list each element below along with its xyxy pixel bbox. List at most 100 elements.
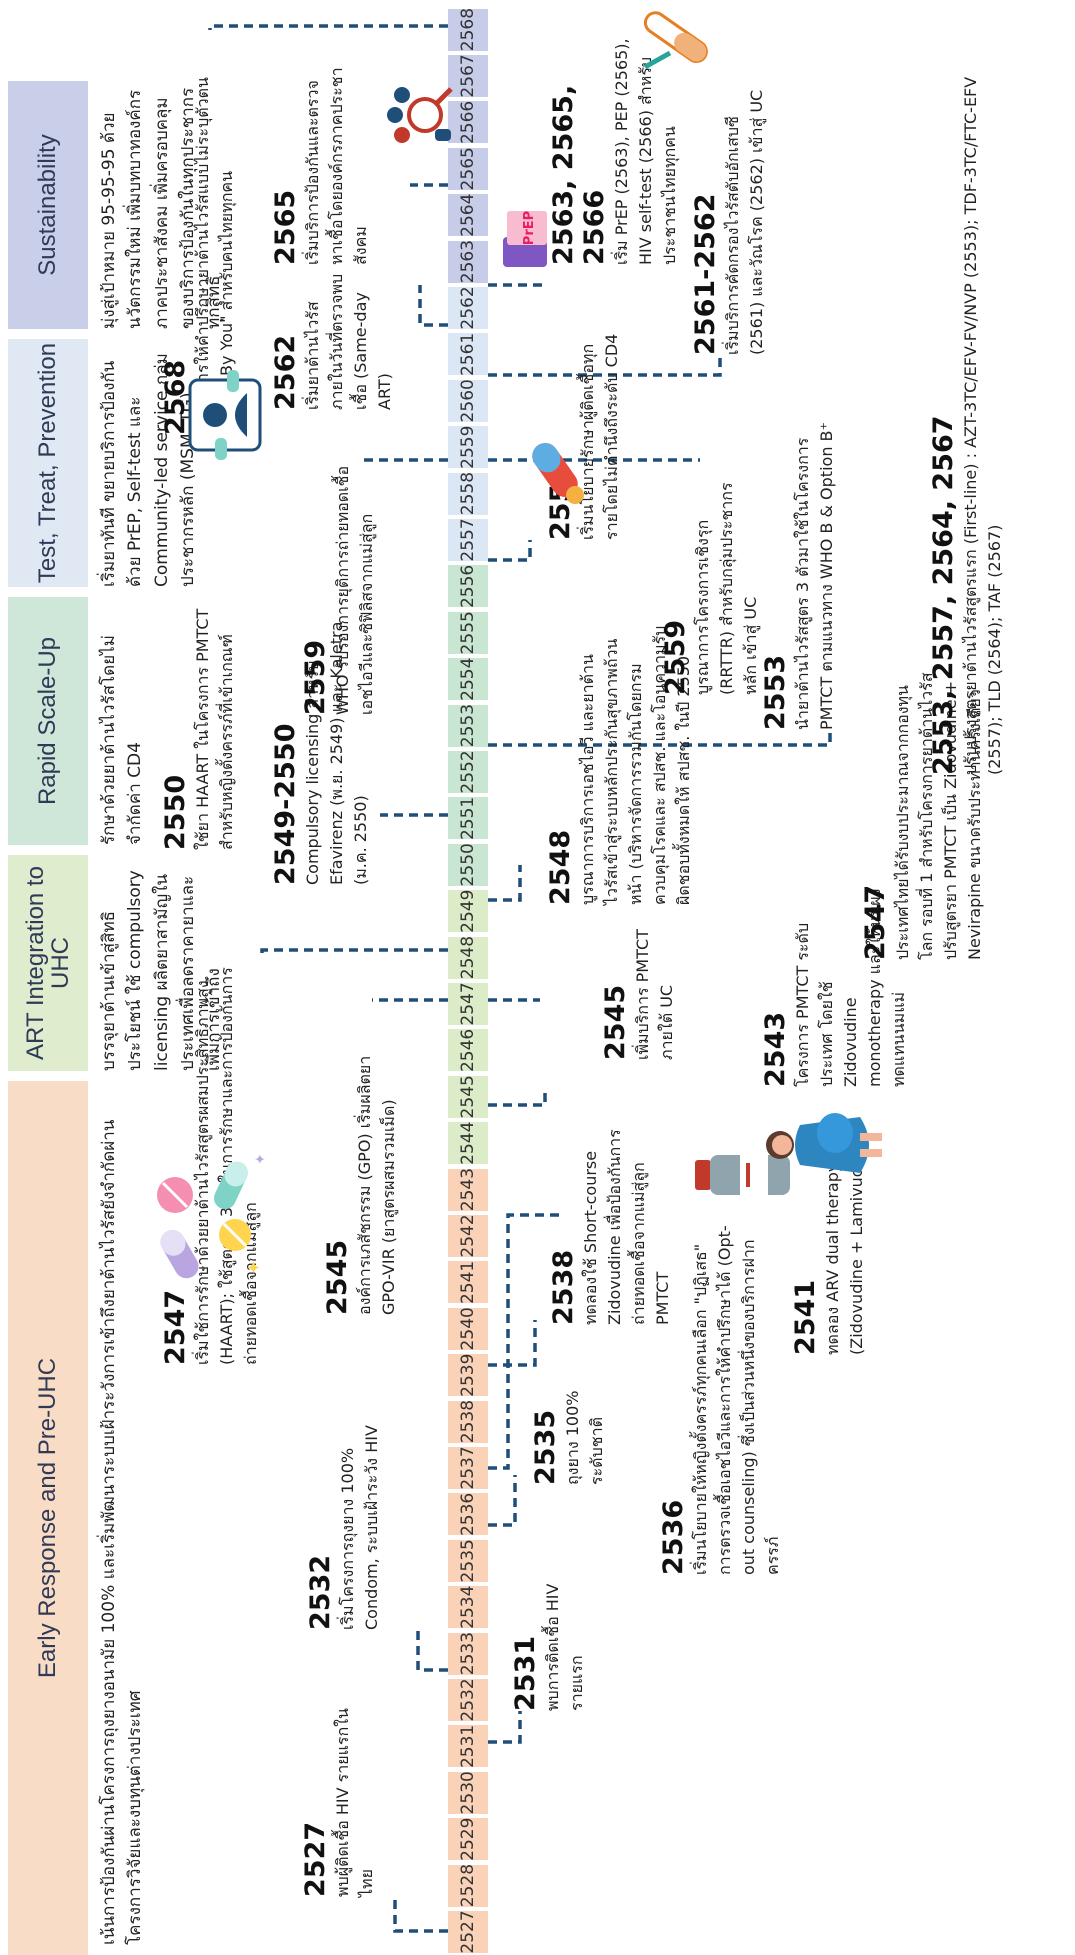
year-label-2543: 2543 [448,1168,488,1211]
year-label-2549: 2549 [448,890,488,933]
year-label-2550: 2550 [448,843,488,886]
event-year: 2549-2550 [270,723,301,886]
svg-text:✦: ✦ [244,1260,265,1275]
pill-capsule-icon [532,443,584,504]
event-text: เริ่มนโยบายให้หญิงตั้งครรภ์ทุกคนเลือก "ป… [691,1225,783,1575]
year-label-2534: 2534 [448,1586,488,1629]
year-label-2527: 2527 [448,1910,488,1954]
year-label-2531: 2531 [448,1725,488,1768]
year-label-2564: 2564 [448,194,488,237]
year-label-2528: 2528 [448,1864,488,1907]
year-label-2548: 2548 [448,936,488,979]
event-text: พบผู้ติดเชื้อ HIV รายแรกในไทย [333,1708,377,1897]
event-year: 2545 [322,1239,353,1315]
connector-2553 [488,730,832,747]
event-year: 2535 [530,1409,561,1485]
year-label-2555: 2555 [448,611,488,654]
year-label-2540: 2540 [448,1307,488,1350]
event-year: 2545 [600,984,631,1060]
connector-2562 [418,285,448,327]
year-label-2562: 2562 [448,286,488,330]
year-label-2553: 2553 [448,704,488,747]
event-text: เริ่มบริการคัดกรองไวรัสตับอักเสบซี (2561… [723,89,767,355]
connector-2547 [260,948,448,953]
event-text: บูรณาการโครงการเชิงรุก (RRTTR) สำหรับกลุ… [693,482,761,695]
year-label-2532: 2532 [448,1678,488,1722]
year-label-2541: 2541 [448,1261,488,1304]
connector-2532 [416,1630,448,1672]
year-label-2533: 2533 [448,1632,488,1675]
year-label-2560: 2560 [448,379,488,422]
event-year: 2553 [760,654,791,730]
event-text: พบการติดเชื้อ HIV รายแรก [543,1583,587,1711]
year-label-2552: 2552 [448,750,488,794]
event-text: เริ่มโครงการถุงยาง 100% Condom, ระบบเฝ้า… [338,1425,382,1630]
prep-box-icon: PrEP [503,211,547,267]
event-year: 2538 [548,1249,579,1325]
connector-2531 [488,1711,522,1744]
year-label-2551: 2551 [448,797,488,840]
prep-label: PrEP [522,211,537,245]
event-year: 2543 [760,1011,791,1087]
connector-2557 [488,540,532,562]
doctor-consult-icon [188,370,262,460]
year-label-2542: 2542 [448,1214,488,1258]
pills-icon: ✦ ✦ [157,1153,269,1279]
event-year: 2532 [305,1554,336,1630]
year-label-2554: 2554 [448,658,488,701]
year-label-2561: 2561 [448,333,488,376]
year-label-2544: 2544 [448,1122,488,1165]
event-year: 2561-2562 [690,193,721,356]
year-label-2529: 2529 [448,1818,488,1861]
year-label-2547: 2547 [448,982,488,1026]
event-text: ทดลองใช้ Short-course Zidovudine เพื่อป้… [581,1129,673,1325]
year-label-2568: 2568 [448,8,488,51]
event-year: 2553, 2557, 2564, 2567 [928,415,959,775]
svg-text:✦: ✦ [253,1153,269,1165]
event-year: 2547 [860,884,891,960]
test-tube-icon [643,11,708,70]
event-year: 2550 [160,774,191,850]
connector-2561 [488,355,722,377]
year-label-2558: 2558 [448,472,488,515]
connector-2568 [208,24,448,30]
year-label-2559: 2559 [448,426,488,469]
connector-2538 [488,1320,537,1367]
event-year: 2548 [545,829,576,905]
event-text: เริ่มยาต้านไวรัสภายในวันที่ตรวจพบเชื้อ (… [303,273,395,410]
year-label-2545: 2545 [448,1075,488,1118]
year-label-2539: 2539 [448,1354,488,1397]
year-label-2530: 2530 [448,1771,488,1814]
event-text: WHO รับรองการยุติการถ่ายทอดเชื้อเอชไอวีแ… [333,465,377,715]
event-year: 2531 [510,1635,541,1711]
event-text: ปรับปรุงสูตรยาต้านไวรัสสูตรแรก (First-li… [961,76,1005,775]
event-year: 2527 [300,1821,331,1897]
connector-2543 [488,1087,547,1107]
year-label-2556: 2556 [448,565,488,608]
event-text: องค์การเภสัชกรรม (GPO) เริ่มผลิตยา GPO-V… [355,1055,399,1315]
year-label-2535: 2535 [448,1539,488,1582]
event-text: เพิ่มบริการ PMTCT ภายใต้ UC [633,929,677,1060]
year-label-2538: 2538 [448,1400,488,1443]
pregnant-woman-icon [766,1113,882,1173]
event-year: 2559 [660,619,691,695]
connector-2535 [488,1475,517,1527]
